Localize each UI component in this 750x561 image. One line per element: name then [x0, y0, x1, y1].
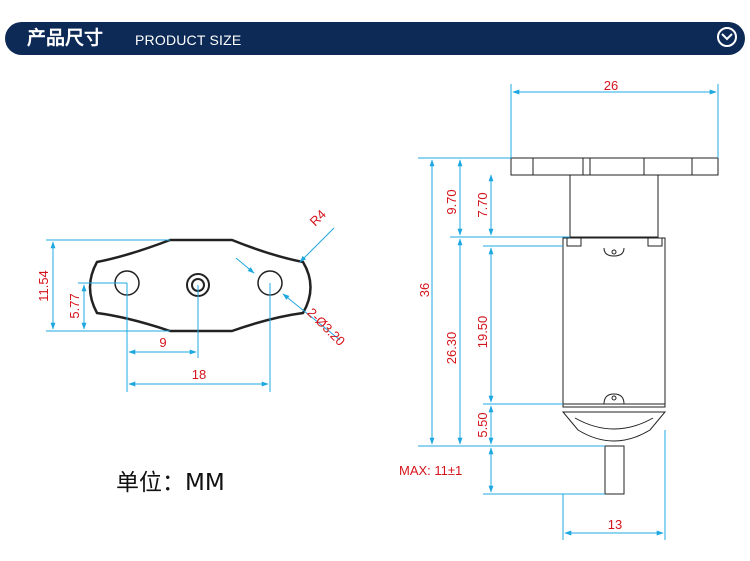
- section-subtitle: PRODUCT SIZE: [135, 32, 242, 48]
- flange-body-label: 9.70: [444, 189, 459, 214]
- total-spacing-label: 18: [192, 367, 206, 382]
- gearbox: [569, 174, 659, 238]
- bottom-width-label: 13: [608, 517, 622, 532]
- flange-view: 11.54 5.77 9 18 R4 2-Ø3.20: [36, 207, 348, 392]
- unit-label: 单位：MM: [116, 470, 225, 496]
- hole-spacing-label: 9: [159, 335, 166, 350]
- flange-outline: [88, 238, 312, 333]
- endcap-label: 5.50: [475, 412, 490, 437]
- height-label: 11.54: [36, 270, 51, 302]
- hole-leader: [282, 293, 341, 341]
- motor-can: [562, 237, 666, 408]
- motor-side-view: 26 36 9.70 7.70 26.30 19.50 5.50 MAX: 11…: [399, 78, 719, 540]
- width-label: 26: [604, 78, 618, 93]
- section-header: 产品尺寸 PRODUCT SIZE: [5, 22, 745, 55]
- output-shaft: [604, 445, 625, 495]
- section-title: 产品尺寸: [27, 27, 104, 49]
- flange-plate: [510, 157, 719, 176]
- chevron-down-icon[interactable]: [717, 27, 737, 47]
- body-label: 26.30: [444, 332, 459, 365]
- radius-label: R4: [307, 207, 329, 229]
- total-label: 36: [417, 283, 432, 297]
- radius-leader: [299, 227, 335, 263]
- hole-label: 2-Ø3.20: [304, 305, 348, 349]
- shaft-label: MAX: 11±1: [399, 463, 462, 478]
- gearbox-label: 7.70: [475, 192, 490, 217]
- end-cap: [561, 411, 667, 442]
- half-height-label: 5.77: [67, 293, 82, 318]
- can-label: 19.50: [475, 316, 490, 349]
